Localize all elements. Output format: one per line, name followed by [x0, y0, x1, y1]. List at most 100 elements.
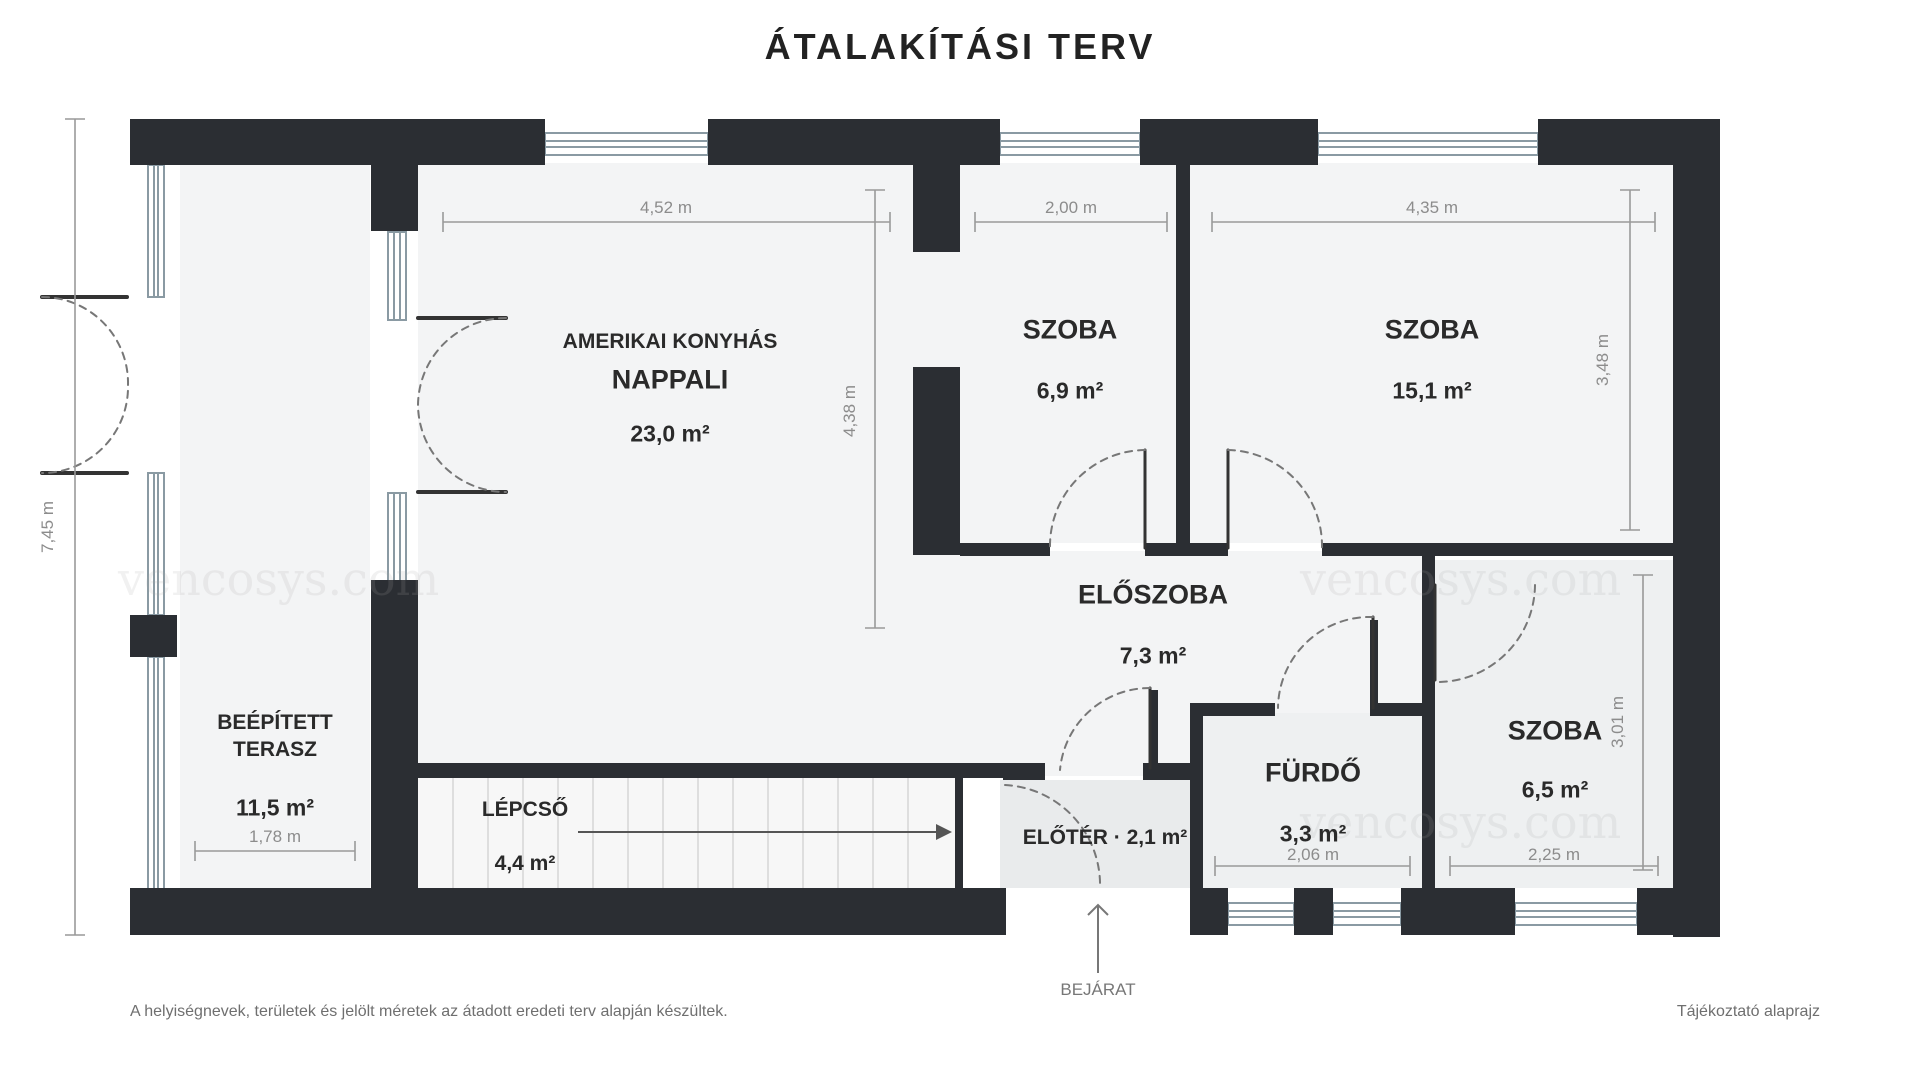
door-vestibule — [1059, 686, 1152, 771]
dim-total-depth: 7,45 m — [38, 501, 57, 553]
room-small-name: SZOBA — [1022, 314, 1118, 345]
room-small-area: 6,9 m² — [1036, 377, 1104, 404]
dim-line-bath-width — [1214, 856, 1411, 876]
room-right-area: 6,5 m² — [1521, 776, 1589, 803]
room-large-name: SZOBA — [1384, 314, 1480, 345]
vestibule-label: ELŐTÉR · 2,1 m² — [1022, 826, 1188, 849]
wall-kitchen-lower — [913, 367, 960, 555]
dim-living-width: 4,52 m — [640, 198, 692, 217]
wall-stairs-right — [955, 778, 963, 888]
wall-top-3 — [1140, 119, 1318, 165]
window-left-lower-2 — [147, 656, 165, 891]
window-top-1 — [544, 132, 709, 156]
dim-right-room-width: 2,25 m — [1528, 845, 1580, 864]
stairs-name: LÉPCSŐ — [481, 798, 569, 821]
watermark-text-2: vencosys.com — [1300, 552, 1622, 606]
wall-vestibule-stub — [1003, 763, 1045, 780]
plan-title: ÁTALAKÍTÁSI TERV — [764, 26, 1156, 67]
dim-line-right-room-depth — [1633, 574, 1653, 871]
wall-bottom-right-3 — [1401, 888, 1515, 935]
entrance-arrow — [1087, 903, 1109, 973]
terrace-area: 11,5 m² — [236, 794, 314, 821]
windows — [147, 132, 1638, 926]
room-large-area: 15,1 m² — [1392, 377, 1472, 404]
wall-right-room-top — [1422, 556, 1435, 582]
window-left-upper — [147, 164, 165, 298]
stair-arrow — [578, 824, 952, 840]
dim-terrace-width: 1,78 m — [249, 827, 301, 846]
window-top-3 — [1317, 132, 1539, 156]
dim-line-large-room-depth — [1620, 189, 1640, 531]
dim-line-large-room-width — [1211, 212, 1656, 232]
wall-left-pillar — [130, 615, 177, 657]
wall-terrace-top — [371, 119, 418, 231]
hall-area: 7,3 m² — [1119, 642, 1187, 669]
window-bottom-3 — [1514, 902, 1638, 926]
dim-line-living-depth — [865, 189, 885, 629]
walls — [130, 119, 1720, 937]
dim-bath-width: 2,06 m — [1287, 845, 1339, 864]
wall-right — [1673, 119, 1720, 937]
wall-terrace-bottom — [371, 580, 418, 888]
wall-bottom-left — [130, 888, 1006, 935]
door-bath — [1277, 615, 1375, 710]
entrance-label: BEJÁRAT — [1060, 980, 1136, 999]
window-bottom-2 — [1332, 902, 1402, 926]
watermark-text-3: vencosys.com — [1300, 795, 1622, 849]
wall-left-post-top — [130, 119, 148, 165]
door-terrace-left — [40, 295, 130, 475]
dim-line-terrace-width — [194, 841, 356, 861]
dim-line-total-depth — [65, 118, 85, 936]
dim-line-right-room-width — [1449, 856, 1659, 876]
footer-right: Tájékoztató alaprajz — [1676, 1003, 1820, 1020]
dim-line-small-room-width — [974, 212, 1168, 232]
bath-name: FÜRDŐ — [1265, 757, 1361, 788]
living-name-line2: NAPPALI — [611, 364, 729, 395]
dim-large-room-depth: 3,48 m — [1593, 334, 1612, 386]
wall-h-room-large-a — [1190, 543, 1228, 556]
terrace-name-line1: BEÉPÍTETT — [217, 711, 333, 734]
terrace-floor — [180, 163, 370, 888]
wall-bath-left — [1190, 703, 1203, 888]
wall-bath-top-a — [1190, 703, 1275, 716]
dim-right-room-depth: 3,01 m — [1608, 696, 1627, 748]
wall-bottom-right-1 — [1190, 888, 1228, 935]
door-room-right — [1433, 583, 1536, 684]
wall-kitchen-upper — [913, 119, 960, 252]
door-room-small — [1048, 448, 1147, 550]
stairs-area: 4,4 m² — [494, 852, 556, 875]
hall-name: ELŐSZOBA — [1077, 579, 1229, 610]
window-bottom-1 — [1227, 902, 1295, 926]
wall-bath-top-b — [1370, 703, 1435, 716]
footer-note: A helyiségnevek, területek és jelölt mér… — [130, 1003, 728, 1020]
door-room-large — [1226, 448, 1324, 550]
living-area: 23,0 m² — [630, 420, 710, 447]
doors — [40, 295, 1536, 889]
wall-stairs-top — [418, 763, 1003, 778]
bath-floor — [1200, 713, 1422, 888]
living-name-line1: AMERIKAI KONYHÁS — [562, 330, 778, 353]
door-entrance — [1004, 784, 1102, 889]
dim-large-room-width: 4,35 m — [1406, 198, 1458, 217]
watermark-text-1: vencosys.com — [118, 552, 440, 606]
wall-bath-right — [1422, 556, 1435, 888]
window-top-2 — [999, 132, 1141, 156]
dimension-lines — [65, 118, 1659, 936]
wall-bottom-right-2 — [1294, 888, 1333, 935]
wall-bottom-right-4 — [1637, 888, 1720, 935]
bath-area: 3,3 m² — [1279, 820, 1347, 847]
wall-top-1 — [130, 119, 545, 165]
wall-h-room-small-b — [1145, 543, 1190, 556]
door-living — [416, 316, 508, 494]
wall-small-large — [1176, 119, 1190, 551]
wall-h-room-small-a — [960, 543, 1050, 556]
dim-line-living-width — [442, 212, 891, 232]
room-right-floor — [1435, 560, 1673, 888]
window-inner-1 — [387, 231, 407, 321]
dim-living-depth: 4,38 m — [840, 385, 859, 437]
wall-vestibule-v — [1150, 690, 1158, 775]
vestibule-floor — [1000, 780, 1190, 888]
room-right-name: SZOBA — [1507, 715, 1603, 746]
room-large-floor — [1190, 163, 1673, 543]
